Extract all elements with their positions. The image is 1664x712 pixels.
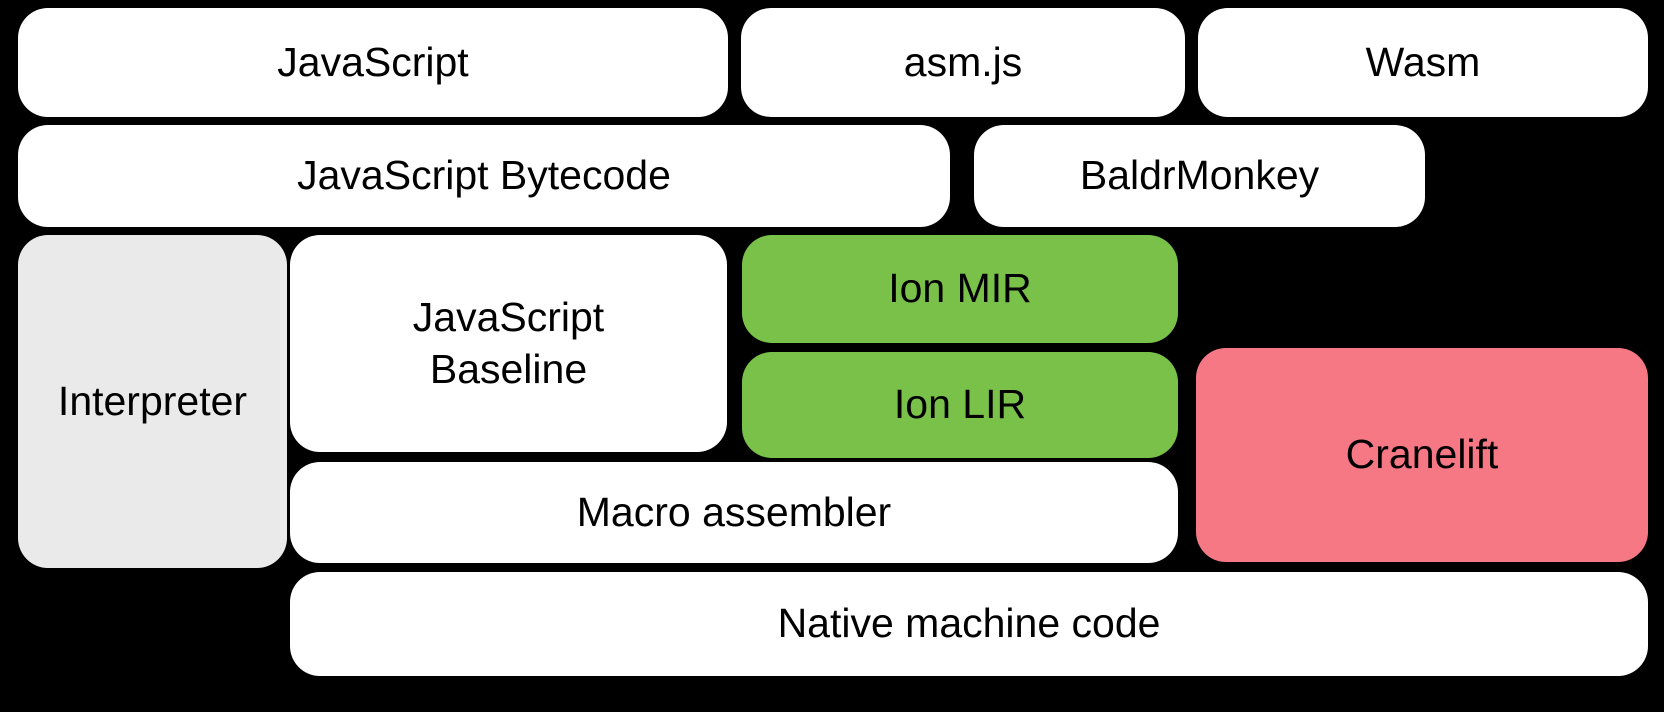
box-cranelift: Cranelift xyxy=(1196,348,1648,562)
box-baldrmonkey: BaldrMonkey xyxy=(974,125,1425,227)
box-ion-lir-label: Ion LIR xyxy=(893,381,1027,428)
box-javascript-baseline: JavaScript Baseline xyxy=(290,235,727,452)
box-javascript-bytecode: JavaScript Bytecode xyxy=(18,125,950,227)
box-interpreter: Interpreter xyxy=(18,235,287,568)
box-javascript-baseline-label: JavaScript Baseline xyxy=(412,294,605,392)
box-asmjs: asm.js xyxy=(741,8,1185,117)
box-cranelift-label: Cranelift xyxy=(1345,431,1499,478)
box-ion-mir-label: Ion MIR xyxy=(888,265,1032,312)
box-macro-assembler: Macro assembler xyxy=(290,462,1178,563)
box-interpreter-label: Interpreter xyxy=(57,377,248,424)
box-baldrmonkey-label: BaldrMonkey xyxy=(1079,152,1320,199)
box-native-machine-code: Native machine code xyxy=(290,572,1648,676)
box-asmjs-label: asm.js xyxy=(903,38,1023,85)
box-javascript-label: JavaScript xyxy=(277,38,469,85)
box-ion-mir: Ion MIR xyxy=(742,235,1178,343)
box-ion-lir: Ion LIR xyxy=(742,352,1178,458)
box-javascript: JavaScript xyxy=(18,8,728,117)
box-native-machine-code-label: Native machine code xyxy=(777,600,1161,647)
box-wasm-label: Wasm xyxy=(1365,38,1481,85)
box-javascript-bytecode-label: JavaScript Bytecode xyxy=(297,152,671,199)
box-macro-assembler-label: Macro assembler xyxy=(576,488,892,535)
box-wasm: Wasm xyxy=(1198,8,1648,117)
